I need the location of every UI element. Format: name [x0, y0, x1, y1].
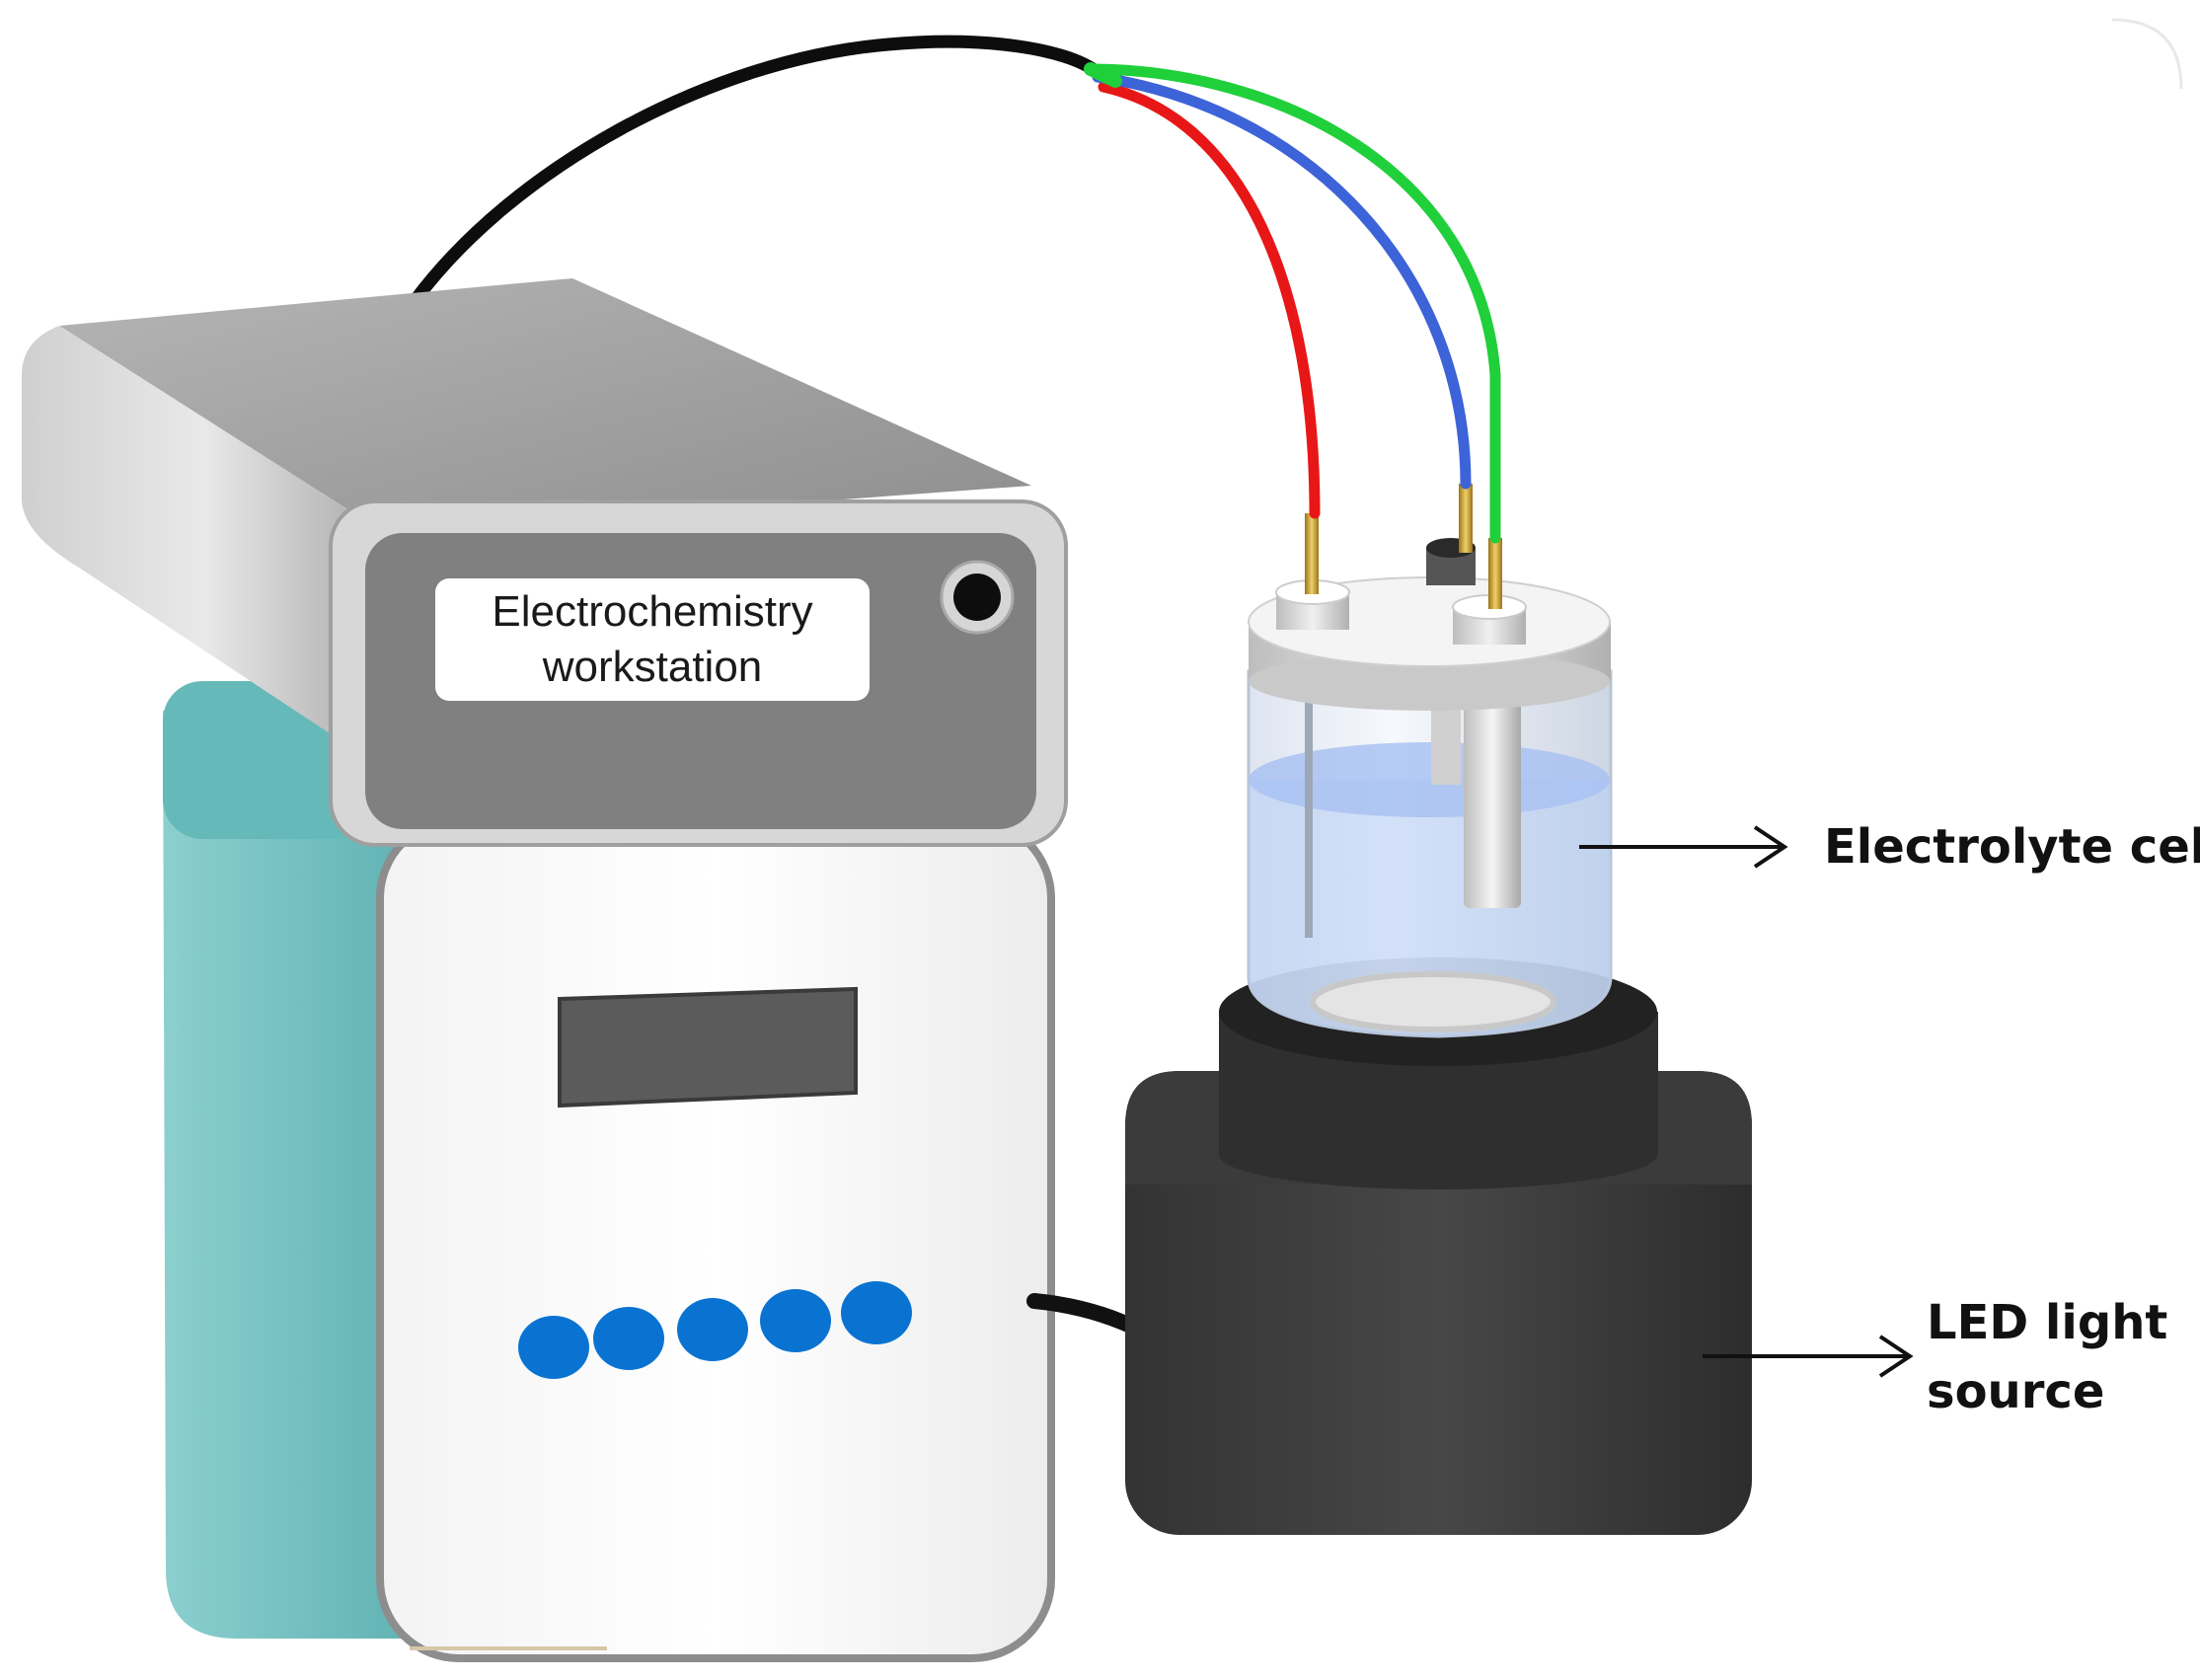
knob-inner — [953, 573, 1001, 621]
workstation-label-line1: Electrochemistry — [492, 587, 813, 636]
electrode-thin — [1305, 691, 1313, 938]
led-light-source — [1125, 957, 1752, 1535]
workstation-side — [22, 326, 385, 770]
round-button-icon[interactable] — [677, 1298, 748, 1361]
pump-buttons — [518, 1281, 912, 1379]
led-label-line1: LED light — [1927, 1295, 2168, 1350]
led-label-line2: source — [1927, 1364, 2105, 1419]
electrode-thick — [1464, 671, 1521, 908]
main-cable — [408, 35, 1102, 308]
arrow-right-icon — [1703, 1335, 1914, 1378]
round-button-icon[interactable] — [518, 1316, 589, 1379]
wire-red — [1098, 81, 1321, 519]
workstation-label: Electrochemistry workstation — [435, 578, 870, 701]
wire-junction — [1084, 62, 1122, 88]
round-button-icon[interactable] — [760, 1289, 831, 1352]
workstation-label-line2: workstation — [542, 643, 763, 691]
cell-holder-bottom — [1219, 1120, 1657, 1189]
electrolyte-cell-label: Electrolyte cell — [1824, 819, 2200, 875]
pump-body — [163, 711, 424, 1639]
cell-cap-bottom — [1249, 651, 1610, 711]
wire-green — [1085, 63, 1501, 544]
glass-bottom-ring — [1310, 971, 1556, 1032]
led-base-body — [1125, 1071, 1752, 1535]
pin-middle — [1459, 484, 1473, 553]
electrolyte-cell — [1247, 484, 1613, 1038]
workstation-top — [59, 278, 1031, 533]
led-light-source-label: LED light source — [1927, 1288, 2167, 1426]
pump-front-panel — [376, 815, 1055, 1662]
pin-right — [1488, 538, 1502, 609]
arrow-right-icon — [1579, 825, 1788, 869]
frame-corner-top-right — [2111, 18, 2183, 90]
round-button-icon[interactable] — [593, 1307, 664, 1370]
pump-bottom-edge — [410, 1646, 607, 1650]
liquid-surface — [1249, 742, 1610, 817]
round-button-icon[interactable] — [841, 1281, 912, 1344]
wire-blue — [1092, 71, 1472, 490]
pin-left — [1305, 513, 1319, 594]
pump-display — [558, 986, 858, 1108]
